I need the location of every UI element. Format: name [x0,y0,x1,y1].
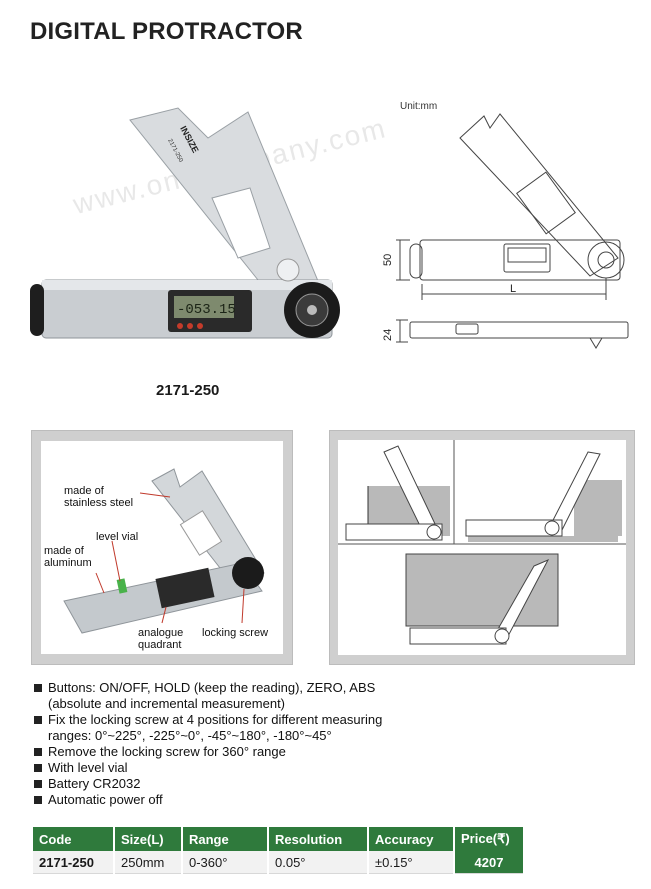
header-resolution: Resolution [268,827,369,851]
dim-height: 50 [382,253,394,266]
callout-level: level vial [96,531,139,543]
cell-size: 250mm [114,851,183,874]
header-price: Price(₹) [454,827,525,851]
callout-quadrant: analogue quadrant [138,627,184,651]
model-code: 2171-250 [156,382,220,399]
header-size: Size(L) [114,827,183,851]
dim-length: L [510,283,517,295]
cell-price: 4207 [454,851,525,874]
unit-label: Unit:mm [400,101,438,112]
cell-accuracy: ±0.15° [368,851,455,874]
feature-item: Fix the locking screw at 4 positions for… [34,712,428,744]
features-list: Buttons: ON/OFF, HOLD (keep the reading)… [34,680,428,808]
page-title: DIGITAL PROTRACTOR [30,18,303,45]
usage-diagrams [338,440,626,645]
cell-resolution: 0.05° [268,851,369,874]
feature-item: Remove the locking screw for 360° range [34,744,428,760]
feature-photo [63,468,265,634]
header-accuracy: Accuracy [368,827,455,851]
spec-header-row: Code Size(L) Range Resolution Accuracy P… [33,827,525,851]
cell-code: 2171-250 [33,851,115,874]
feature-item: Buttons: ON/OFF, HOLD (keep the reading)… [34,680,408,712]
product-photo: INSIZE 2171-250 -053.15 [30,107,340,339]
callout-stainless: made of stainless steel [64,485,134,509]
header-code: Code [33,827,115,851]
usage-panel [329,430,635,665]
lcd-reading: -053.15 [177,302,236,318]
spec-table: Code Size(L) Range Resolution Accuracy P… [33,827,525,874]
feature-panel: made of stainless steel level vial made … [31,430,293,665]
callout-screw: locking screw [202,627,269,639]
cell-range: 0-360° [182,851,269,874]
feature-item: Battery CR2032 [34,776,428,792]
feature-item: With level vial [34,760,428,776]
dim-thickness: 24 [382,328,394,341]
header-range: Range [182,827,269,851]
callout-aluminum: made of aluminum [44,545,92,569]
technical-drawing [396,113,629,349]
table-row: 2171-250 250mm 0-360° 0.05° ±0.15° 4207 [33,851,525,874]
feature-item: Automatic power off [34,792,428,808]
